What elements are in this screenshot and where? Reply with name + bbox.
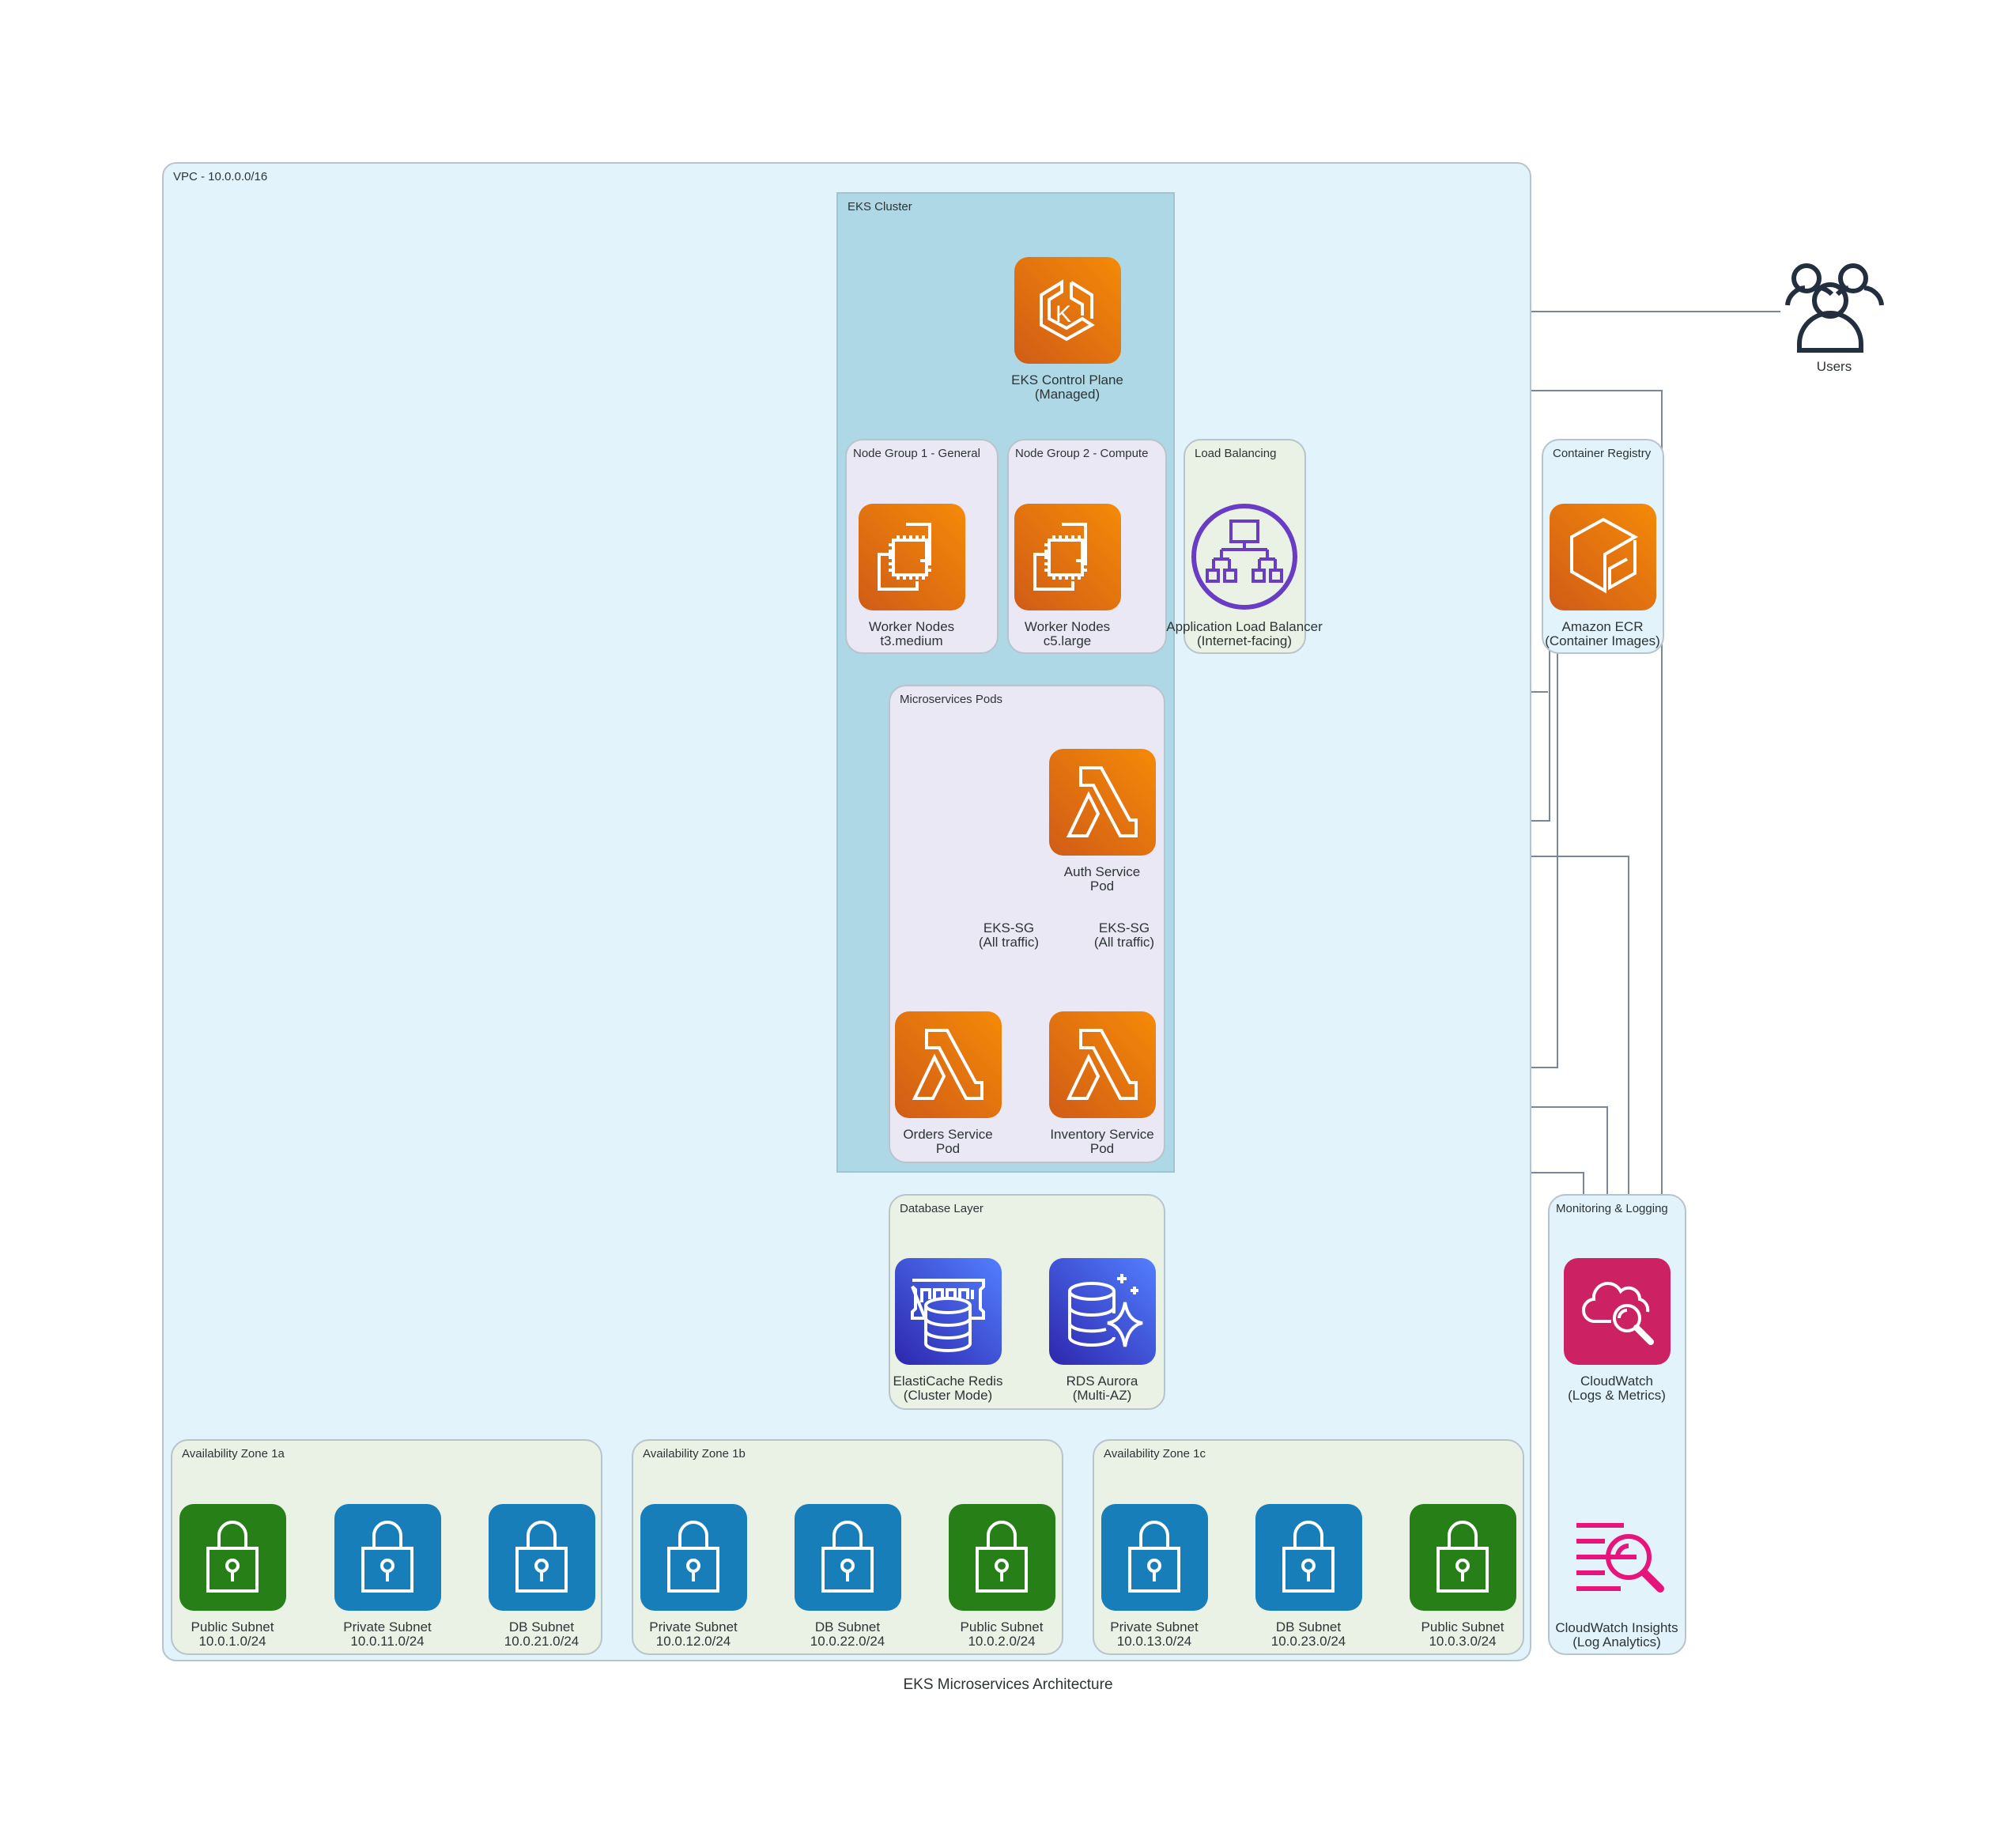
eks-icon: K [1014,257,1121,364]
node-auth-service-pod[interactable]: Auth Service Pod [1023,749,1181,894]
alb-icon [1191,504,1298,610]
az-1a-label: Availability Zone 1a [182,1447,285,1461]
workers-2-label: Worker Nodes c5.large [1024,619,1111,648]
diagram-title: EKS Microservices Architecture [903,1676,1113,1693]
node-worker-nodes-t3[interactable]: Worker Nodes t3.medium [832,504,991,648]
lock-icon [179,1504,286,1611]
lock-icon [794,1504,901,1611]
lambda-icon [1048,749,1156,856]
insights-icon [1564,1505,1671,1612]
node-amazon-ecr[interactable]: Amazon ECR (Container Images) [1523,504,1682,648]
orders-label: Orders Service Pod [903,1127,993,1156]
alb-label: Application Load Balancer (Internet-faci… [1166,619,1323,648]
aurora-icon [1048,1258,1156,1365]
ecr-label: Amazon ECR (Container Images) [1545,619,1660,648]
node-users[interactable]: Users [1755,253,1913,374]
monitoring-label: Monitoring & Logging [1556,1202,1668,1215]
node-elasticache-redis[interactable]: ElastiCache Redis (Cluster Mode) [869,1258,1027,1403]
node-group-2-label: Node Group 2 - Compute [1015,447,1149,460]
load-balancing-label: Load Balancing [1195,447,1277,460]
insights-label: CloudWatch Insights (Log Analytics) [1555,1620,1678,1650]
users-icon [1781,253,1888,360]
lock-icon [948,1504,1055,1611]
lock-icon [1100,1504,1208,1611]
node-worker-nodes-c5[interactable]: Worker Nodes c5.large [988,504,1146,648]
edge-label-eks-sg-orders: EKS-SG (All traffic) [978,920,1040,950]
aurora-label: RDS Aurora (Multi-AZ) [1066,1374,1138,1403]
ec2-icon [858,504,965,610]
lock-icon [1255,1504,1362,1611]
node-inventory-service-pod[interactable]: Inventory Service Pod [1023,1011,1181,1156]
edge-label-eks-sg-inventory: EKS-SG (All traffic) [1093,920,1155,950]
az-1c-label: Availability Zone 1c [1104,1447,1206,1461]
node-application-load-balancer[interactable]: Application Load Balancer (Internet-faci… [1165,504,1323,648]
lock-icon [334,1504,441,1611]
redis-label: ElastiCache Redis (Cluster Mode) [893,1374,1003,1403]
pods-label: Microservices Pods [900,693,1003,706]
node-cloudwatch[interactable]: CloudWatch (Logs & Metrics) [1538,1258,1696,1403]
cloudwatch-icon [1563,1258,1671,1365]
elasticache-icon [894,1258,1002,1365]
lock-icon [488,1504,595,1611]
lambda-icon [1048,1011,1156,1118]
container-registry-label: Container Registry [1553,447,1652,460]
workers-1-label: Worker Nodes t3.medium [868,619,955,648]
node-orders-service-pod[interactable]: Orders Service Pod [869,1011,1027,1156]
eks-cluster-label: EKS Cluster [848,200,912,214]
cloudwatch-label: CloudWatch (Logs & Metrics) [1568,1374,1666,1403]
lock-icon [640,1504,747,1611]
eks-control-label: EKS Control Plane (Managed) [1011,372,1123,402]
ec2-icon [1014,504,1121,610]
auth-label: Auth Service Pod [1063,864,1141,894]
lambda-icon [894,1011,1002,1118]
node-eks-control-plane[interactable]: K EKS Control Plane (Managed) [988,257,1146,402]
node-group-1-label: Node Group 1 - General [853,447,980,460]
node-cloudwatch-insights[interactable]: CloudWatch Insights (Log Analytics) [1538,1505,1696,1650]
az-1b-label: Availability Zone 1b [643,1447,746,1461]
database-layer-label: Database Layer [900,1202,983,1215]
lock-icon [1409,1504,1516,1611]
ecr-icon [1549,504,1656,610]
inventory-label: Inventory Service Pod [1050,1127,1154,1156]
users-label: Users [1816,359,1852,374]
vpc-label: VPC - 10.0.0.0/16 [173,170,268,183]
node-rds-aurora[interactable]: RDS Aurora (Multi-AZ) [1023,1258,1181,1403]
svg-text:K: K [1055,301,1070,327]
